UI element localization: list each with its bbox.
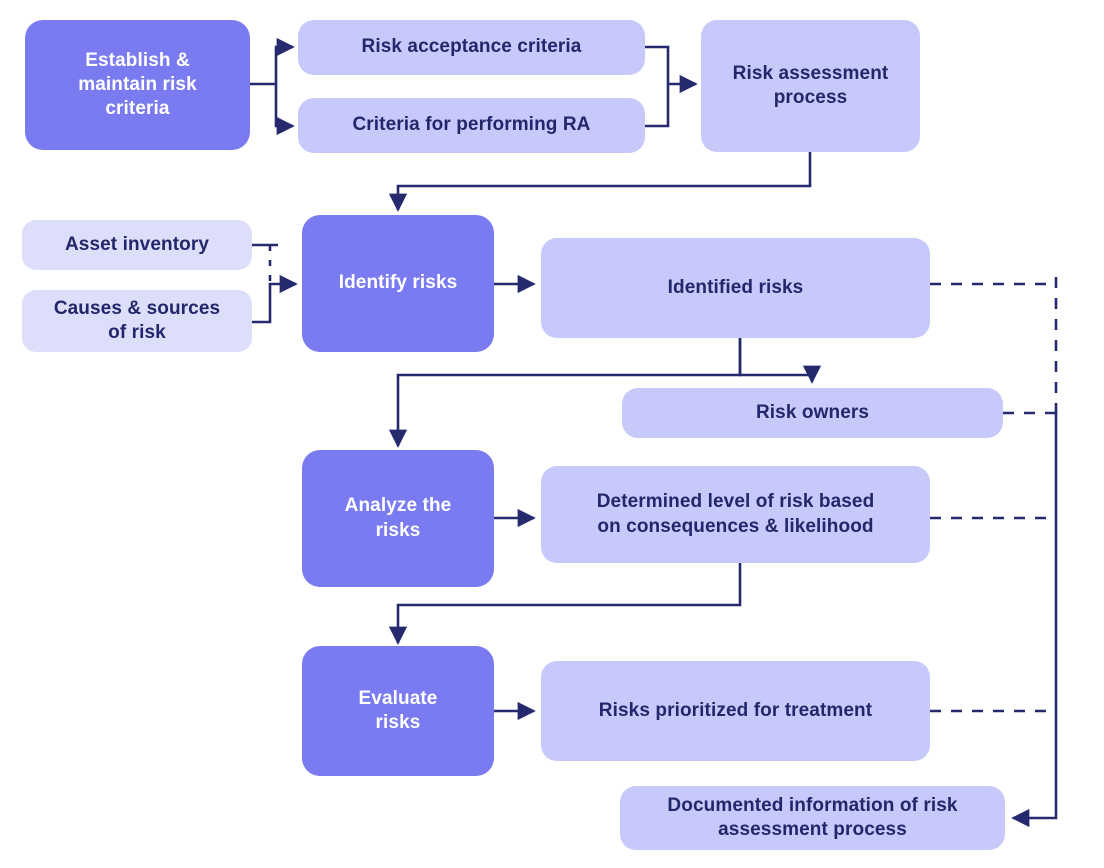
node-identified-risks[interactable]: Identified risks [541, 238, 930, 338]
edge-causes-to-identify [252, 274, 298, 324]
edge-establish-to-performing [274, 84, 295, 136]
node-analyze-the-risks[interactable]: Analyze the risks [302, 450, 494, 587]
node-evaluate-risks[interactable]: Evaluate risks [302, 646, 494, 776]
node-criteria-for-performing-ra[interactable]: Criteria for performing RA [298, 98, 645, 153]
edge-establish-to-acceptance [274, 37, 295, 84]
node-risk-assessment-process[interactable]: Risk assessment process [701, 20, 920, 152]
node-documented-information-of-risk-assessment-process[interactable]: Documented information of risk assessmen… [620, 786, 1005, 850]
rail-solid-lower [1011, 412, 1058, 828]
node-determined-level-of-risk[interactable]: Determined level of risk based on conseq… [541, 466, 930, 563]
node-asset-inventory[interactable]: Asset inventory [22, 220, 252, 270]
node-identify-risks[interactable]: Identify risks [302, 215, 494, 352]
node-risk-acceptance-criteria[interactable]: Risk acceptance criteria [298, 20, 645, 75]
edge-identified-to-owners [738, 338, 822, 384]
node-risks-prioritized-for-treatment[interactable]: Risks prioritized for treatment [541, 661, 930, 761]
node-causes-and-sources-of-risk[interactable]: Causes & sources of risk [22, 290, 252, 352]
node-risk-owners[interactable]: Risk owners [622, 388, 1003, 438]
edge-ra-process-to-identify [388, 152, 812, 212]
node-establish-maintain-risk-criteria[interactable]: Establish & maintain risk criteria [25, 20, 250, 150]
edge-acceptance-to-merge [645, 45, 670, 84]
edge-performing-to-merge [645, 84, 670, 128]
